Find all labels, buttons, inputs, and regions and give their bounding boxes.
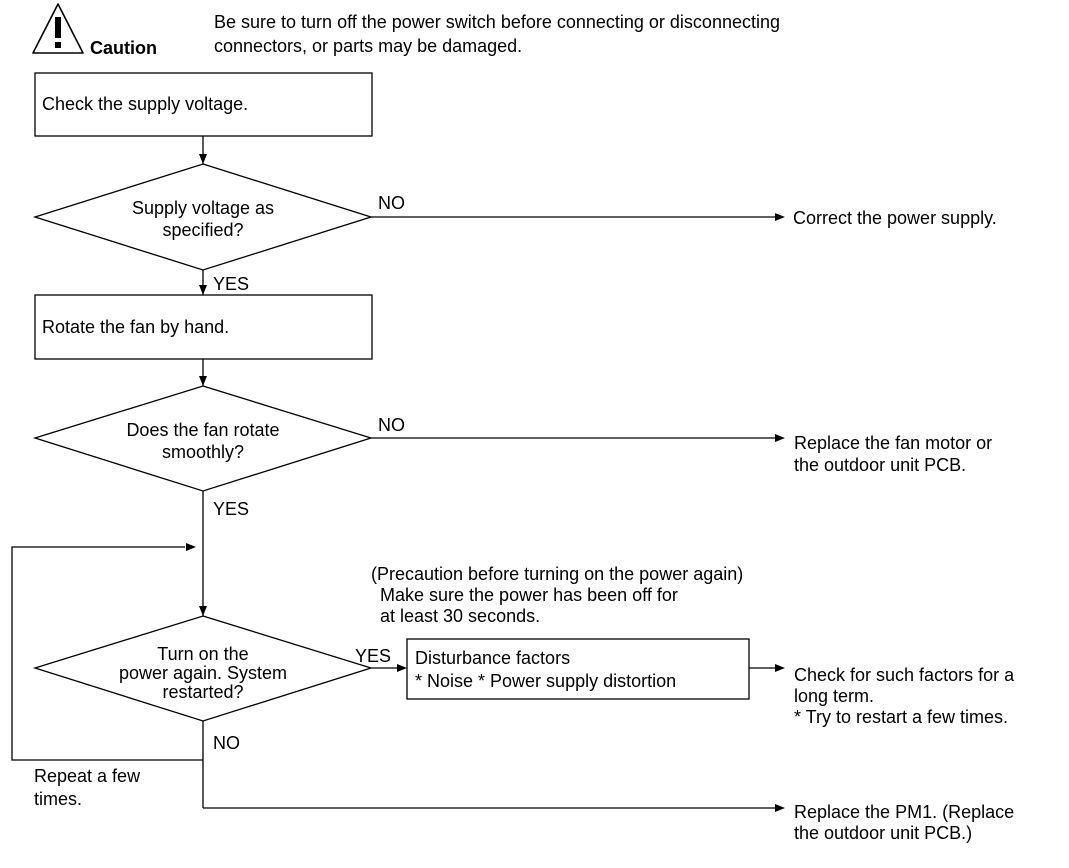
arrowhead (199, 606, 207, 616)
step-text: Check the supply voltage. (42, 94, 248, 114)
arrowhead (775, 804, 785, 812)
arrowhead (199, 376, 207, 386)
repeat-note-line-1: Repeat a few (34, 766, 141, 786)
precaution-line-3: at least 30 seconds. (380, 606, 540, 626)
yes-label: YES (213, 274, 249, 294)
decision-text-line-1: Does the fan rotate (126, 420, 279, 440)
no-label: NO (378, 193, 405, 213)
caution-message-line-1: Be sure to turn off the power switch bef… (214, 12, 780, 32)
outcome-correct-power: Correct the power supply. (793, 208, 997, 228)
repeat-note-line-2: times. (34, 789, 82, 809)
outcome-replace-fan-line-2: the outdoor unit PCB. (794, 455, 966, 475)
arrowhead (775, 664, 785, 672)
decision-text-line-2: specified? (162, 220, 243, 240)
outcome-replace-fan-line-1: Replace the fan motor or (794, 433, 992, 453)
outcome-check-factors-line-2: long term. (794, 686, 874, 706)
arrowhead (186, 543, 196, 551)
precaution-line-2: Make sure the power has been off for (380, 585, 678, 605)
decision-text-line-2: power again. System (119, 663, 287, 683)
no-label: NO (378, 415, 405, 435)
decision-restart: Turn on the power again. System restarte… (32, 615, 374, 722)
decision-supply-voltage: Supply voltage as specified? (32, 163, 374, 271)
yes-label: YES (213, 499, 249, 519)
decision-text-line-1: Supply voltage as (132, 198, 274, 218)
no-label: NO (213, 733, 240, 753)
arrowhead (199, 154, 207, 164)
caution-message-line-2: connectors, or parts may be damaged. (214, 36, 522, 56)
step-rotate-fan: Rotate the fan by hand. (34, 294, 373, 360)
outcome-replace-pm1-line-2: the outdoor unit PCB.) (794, 823, 972, 843)
disturbance-line-1: Disturbance factors (415, 648, 570, 668)
arrowhead (775, 213, 785, 221)
outcome-replace-pm1-line-1: Replace the PM1. (Replace (794, 802, 1014, 822)
step-check-supply-voltage: Check the supply voltage. (34, 72, 373, 137)
arrowhead (397, 664, 407, 672)
yes-label: YES (355, 646, 391, 666)
precaution-line-1: (Precaution before turning on the power … (371, 564, 743, 584)
caution-label: Caution (90, 38, 157, 58)
repeat-loop-line (11, 546, 203, 761)
arrowhead (199, 285, 207, 295)
arrowhead (775, 434, 785, 442)
disturbance-line-2: * Noise * Power supply distortion (415, 671, 676, 691)
outcome-check-factors-line-3: * Try to restart a few times. (794, 707, 1008, 727)
precaution-note: (Precaution before turning on the power … (371, 564, 743, 626)
decision-text-line-2: smoothly? (162, 442, 244, 462)
decision-text-line-1: Turn on the (157, 644, 248, 664)
caution-header: Caution Be sure to turn off the power sw… (32, 3, 780, 58)
outcome-check-factors-line-1: Check for such factors for a (794, 665, 1015, 685)
decision-text-line-3: restarted? (162, 682, 243, 702)
warning-triangle-icon (32, 3, 84, 54)
disturbance-factors-box: Disturbance factors * Noise * Power supp… (406, 638, 750, 700)
decision-fan-rotate: Does the fan rotate smoothly? (32, 385, 374, 492)
step-text: Rotate the fan by hand. (42, 317, 229, 337)
